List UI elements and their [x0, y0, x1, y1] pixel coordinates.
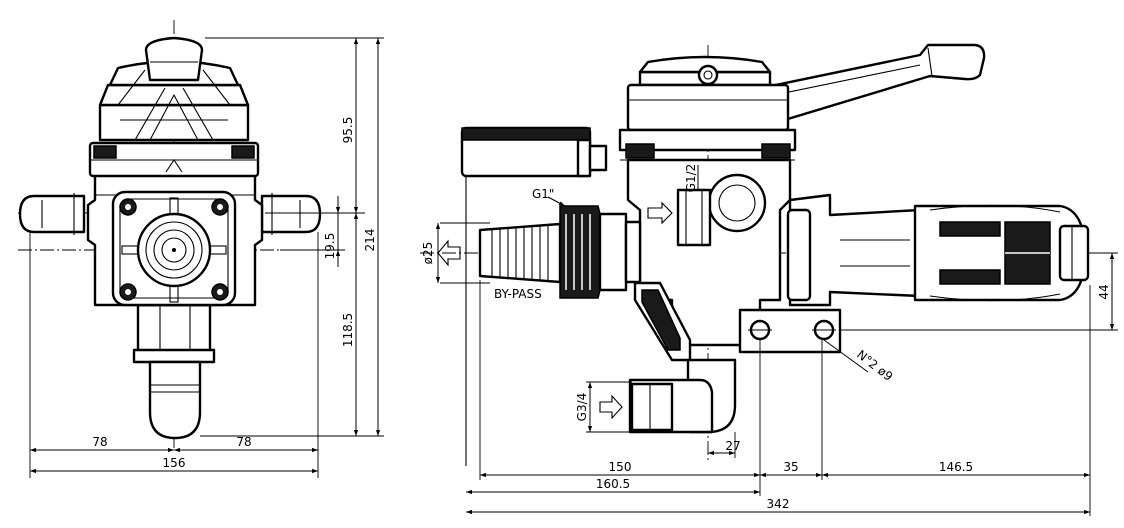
- top-cap-side: [618, 55, 797, 161]
- dim-35-label: 35: [783, 460, 798, 474]
- left-inlet-pipe: [18, 193, 86, 235]
- inlet-thread-label: G1": [532, 187, 554, 201]
- side-vertical-dims: [840, 252, 1118, 331]
- dim-right-half-label: 78: [236, 435, 251, 449]
- side-callouts: [435, 165, 869, 433]
- drain-elbow: [599, 358, 737, 434]
- bypass-label: BY-PASS: [494, 287, 542, 301]
- dim-total-width-label: 156: [163, 456, 186, 470]
- front-horizontal-dims: [29, 232, 319, 478]
- mount-holes-label: N°2 ø9: [854, 347, 895, 384]
- dim-146-5-label: 146.5: [939, 460, 973, 474]
- dim-left-half-label: 78: [92, 435, 107, 449]
- dim-150-label: 150: [609, 460, 632, 474]
- top-cap-front: [98, 36, 250, 142]
- right-inlet-pipe: [260, 193, 322, 235]
- bypass-connector: [437, 205, 642, 299]
- dim-342-label: 342: [767, 497, 790, 511]
- dim-mount-height-label: 44: [1097, 284, 1111, 299]
- dim-bottom-height-label: 118.5: [341, 313, 355, 347]
- bottom-outlet-pipe: [132, 303, 216, 440]
- front-view: [18, 20, 384, 478]
- dim-160-5-label: 160.5: [596, 477, 630, 491]
- drain-thread-label: G3/4: [575, 393, 589, 422]
- flange-front: [111, 190, 237, 307]
- g12-port: [647, 188, 712, 247]
- mount-bracket: [738, 308, 842, 354]
- side-view: [420, 43, 1118, 516]
- bypass-tank: [460, 126, 608, 466]
- dim-drain-offset-label: 27: [725, 439, 740, 453]
- dim-inlet-offset-label: 19.5: [323, 233, 337, 260]
- front-vertical-dims: [200, 37, 384, 437]
- outlet-thread-label: G1/2: [684, 164, 698, 193]
- dim-total-height-label: 214: [363, 229, 377, 252]
- dim-top-height-label: 95.5: [341, 117, 355, 144]
- pressure-regulator: [786, 193, 1090, 307]
- side-horizontal-dims: [466, 280, 1091, 516]
- bypass-diameter-label: ø25: [421, 242, 435, 265]
